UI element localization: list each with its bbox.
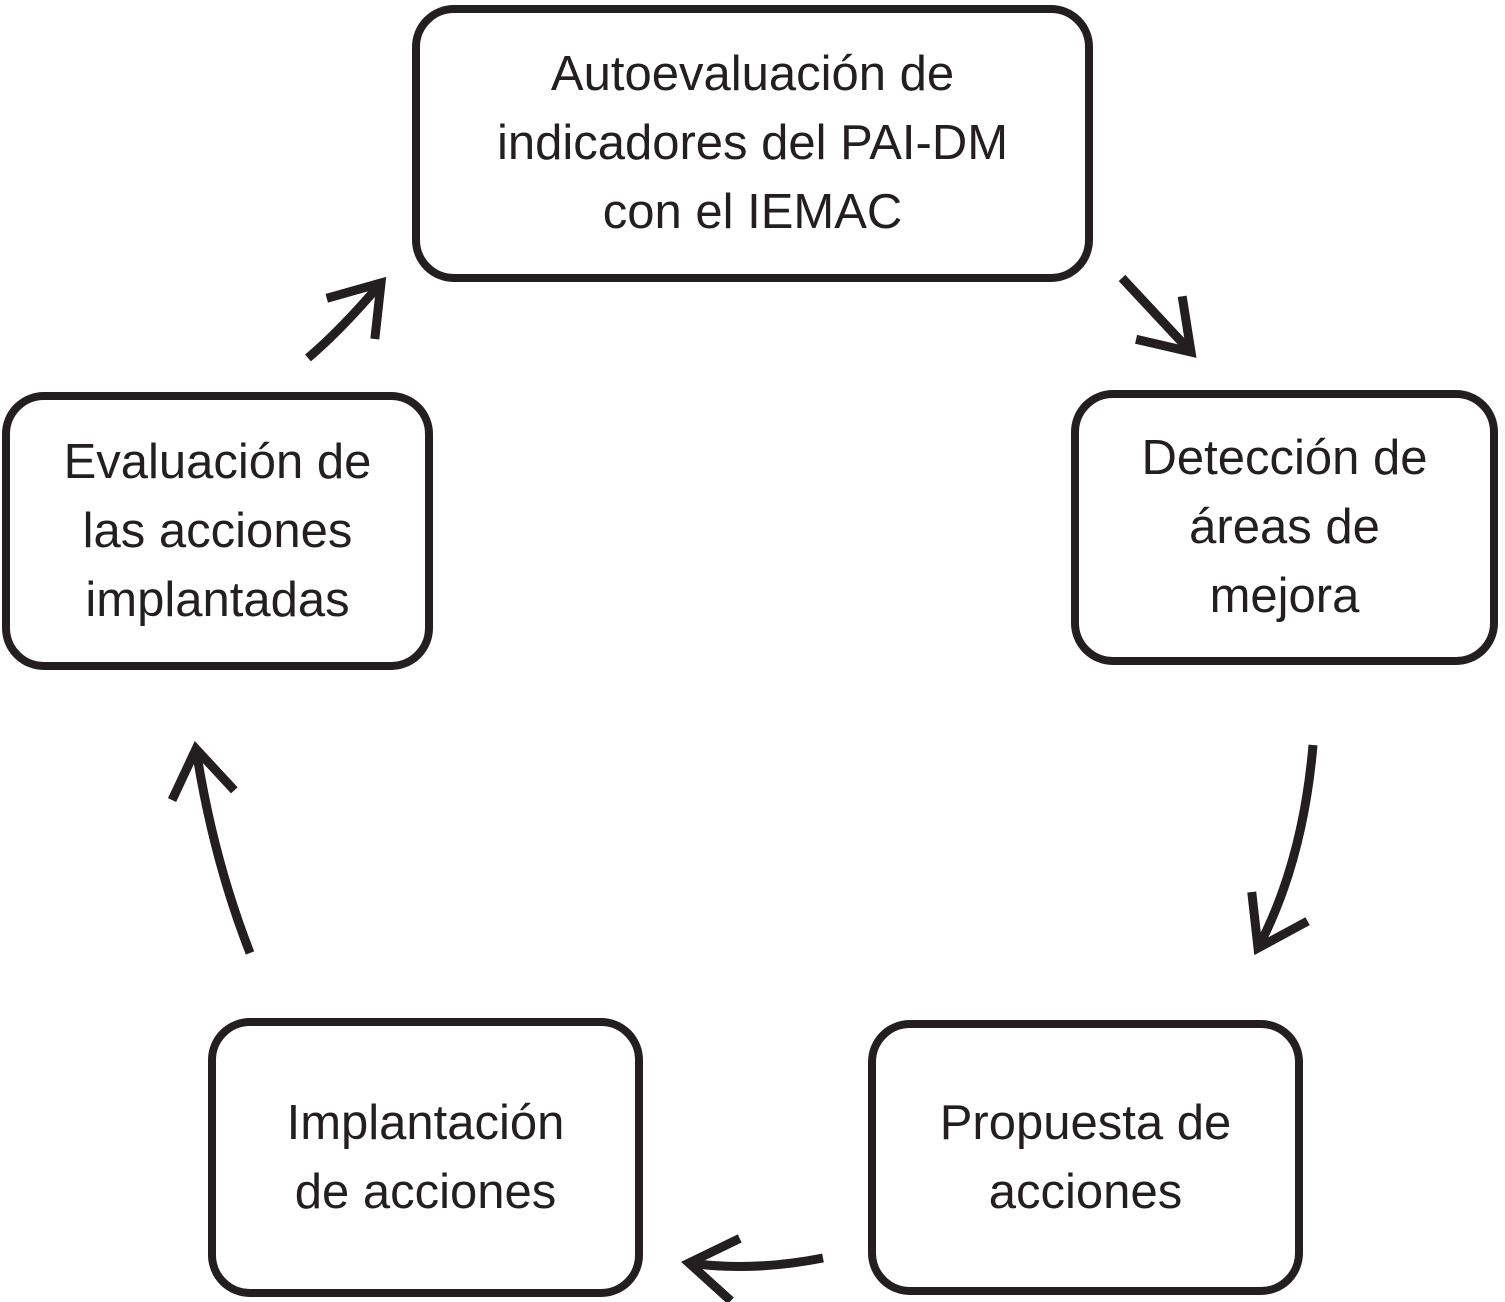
arrow-autoevaluacion-to-deteccion	[1118, 274, 1197, 358]
node-propuesta-label: Propuesta de acciones	[939, 1095, 1232, 1219]
node-autoevaluacion-label: Autoevaluación de indicadores del PAI-DM…	[496, 47, 1009, 239]
node-evaluacion-label: Evaluación de las acciones implantadas	[63, 434, 372, 627]
arrow-evaluacion-to-autoevaluacion	[305, 276, 387, 362]
node-autoevaluacion: Autoevaluación de indicadores del PAI-DM…	[412, 5, 1093, 282]
node-propuesta: Propuesta de acciones	[868, 1020, 1303, 1295]
node-deteccion: Detección de áreas de mejora	[1071, 390, 1498, 665]
arrow-implantacion-to-evaluacion	[167, 741, 255, 955]
node-evaluacion: Evaluación de las acciones implantadas	[2, 392, 433, 670]
node-implantacion-label: Implantación de acciones	[286, 1095, 565, 1219]
node-deteccion-label: Detección de áreas de mejora	[1141, 431, 1428, 623]
arrow-propuesta-to-implantacion	[681, 1234, 824, 1302]
arrow-deteccion-to-propuesta	[1247, 744, 1318, 956]
node-implantacion: Implantación de acciones	[208, 1018, 643, 1297]
